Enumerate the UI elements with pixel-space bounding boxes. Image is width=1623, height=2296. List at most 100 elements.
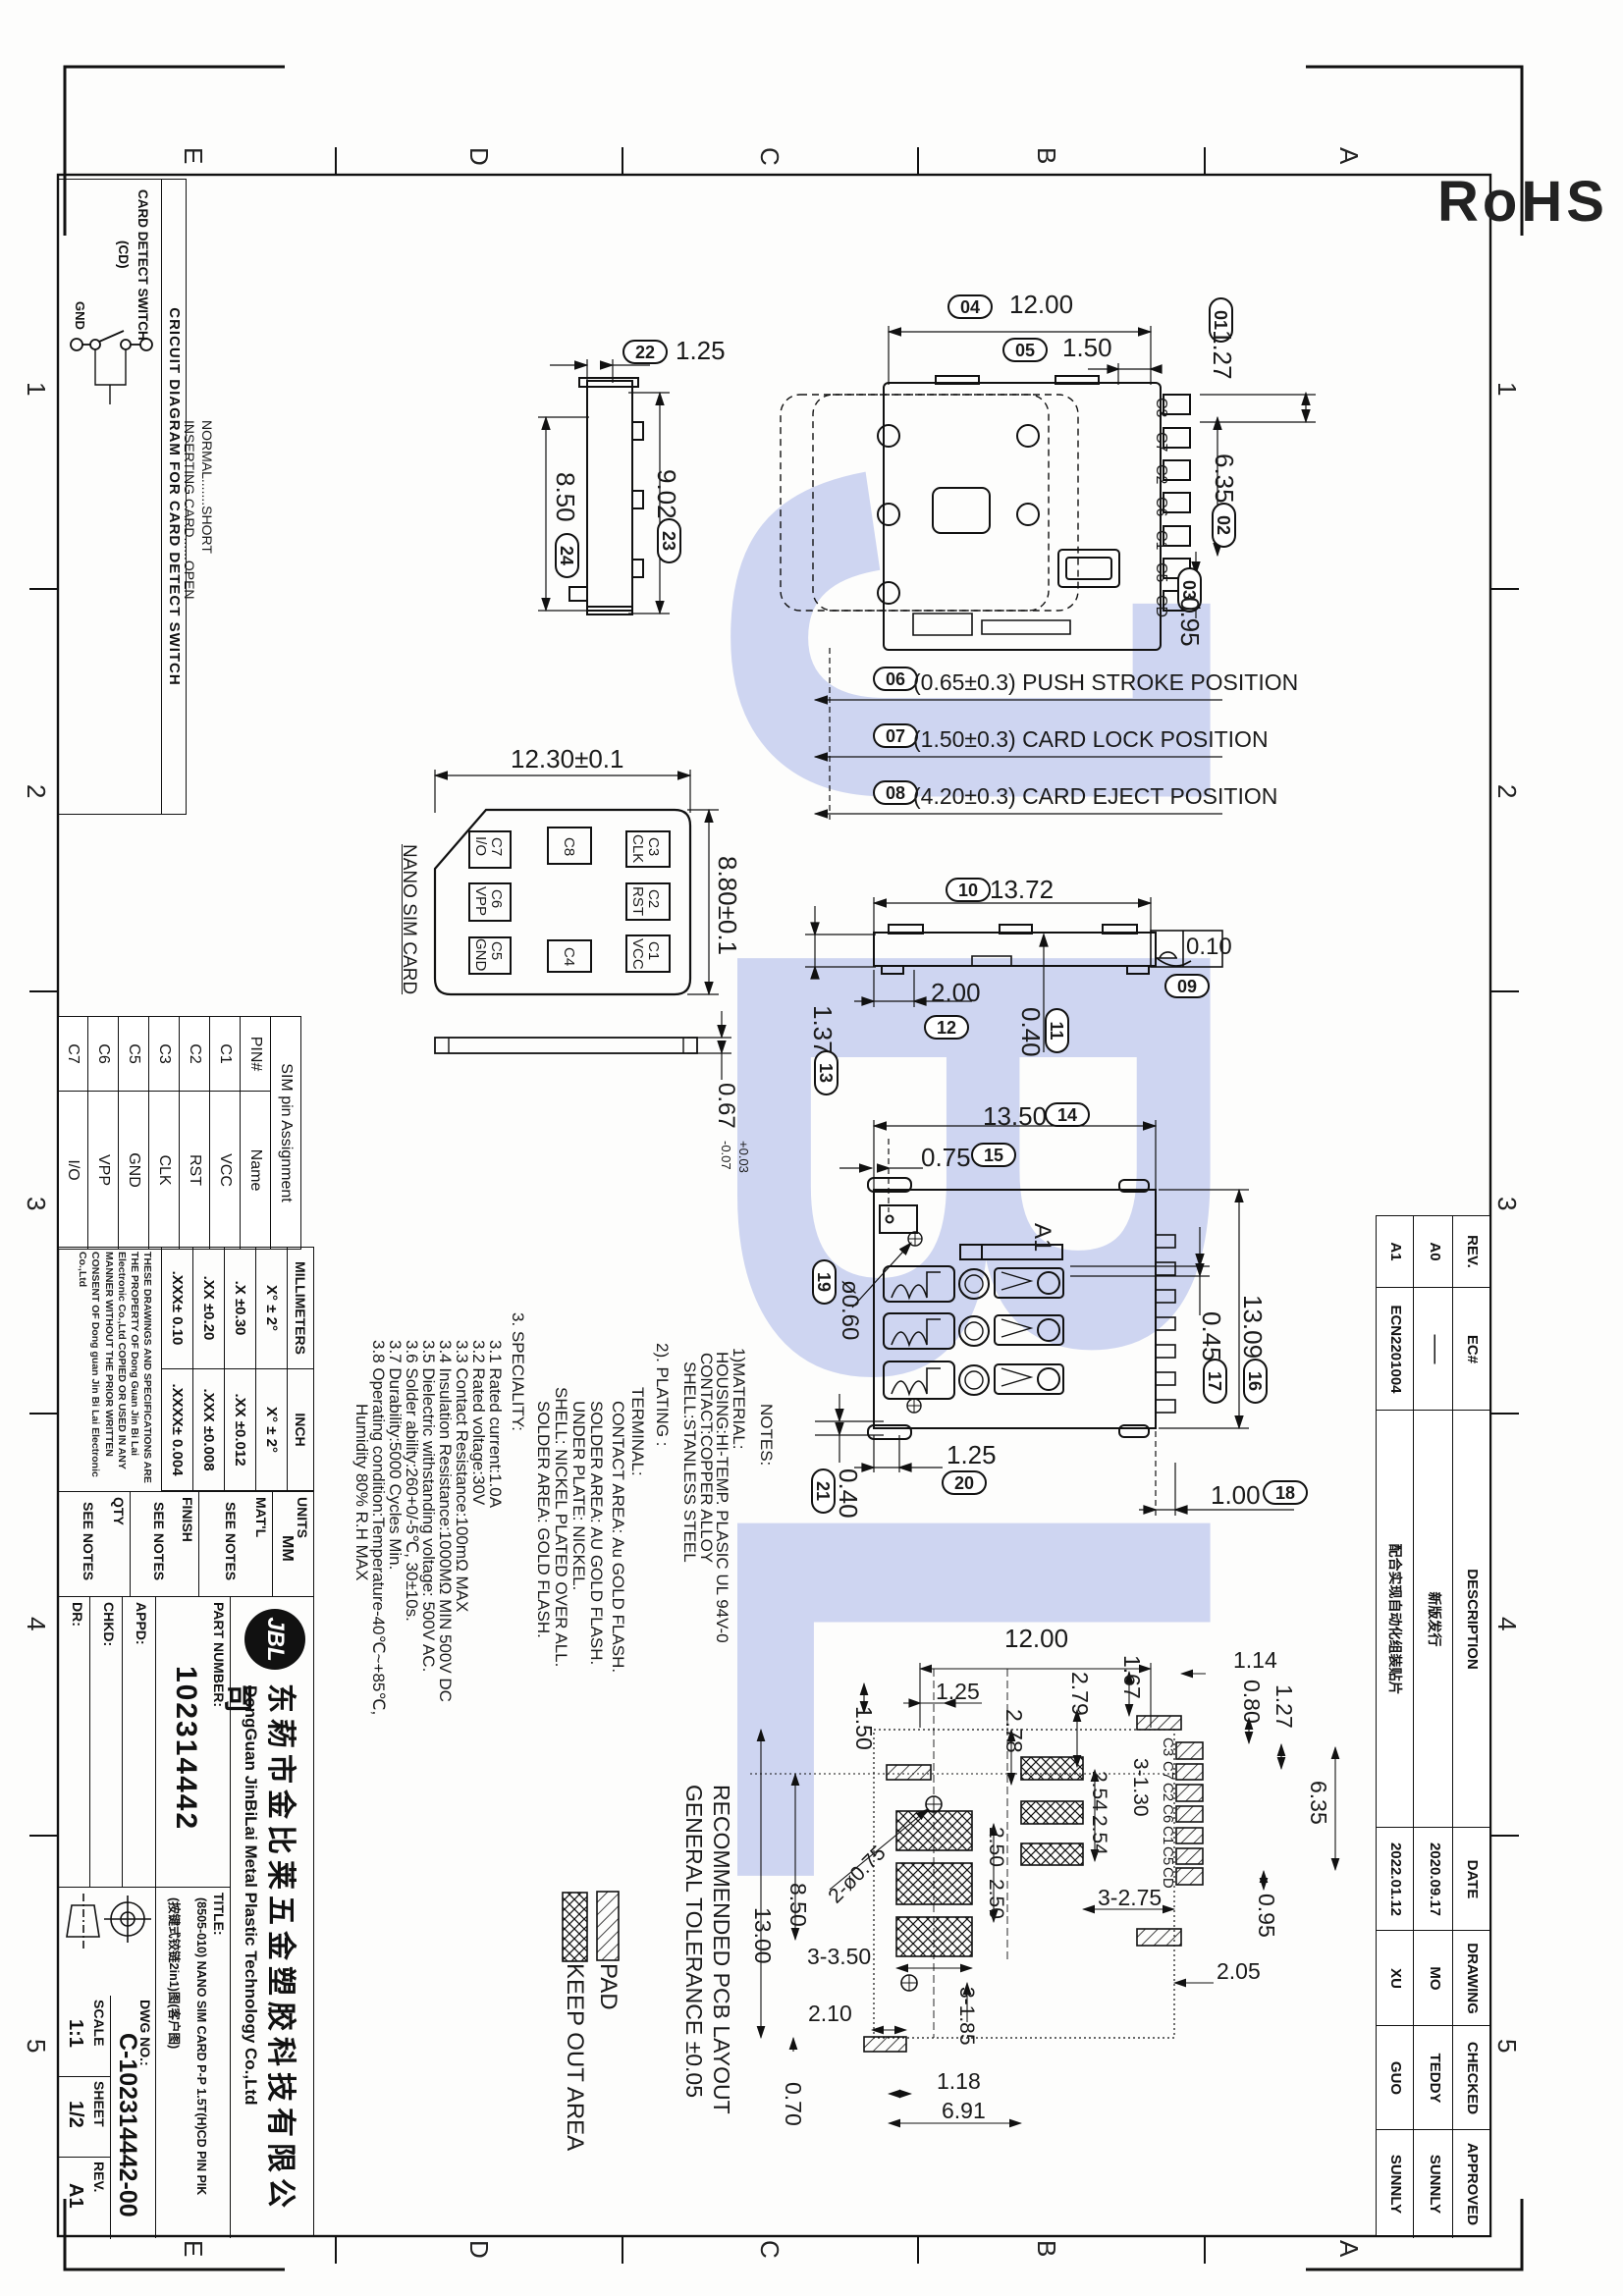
- dimension-label: CD: [1160, 1867, 1176, 1889]
- revision-cell: 配合实现自动化组装贴片: [1387, 1543, 1403, 1695]
- revision-column: EC#——ECN2201004: [1377, 1287, 1489, 1411]
- revision-header: DESCRIPTION: [1452, 1411, 1489, 1828]
- dimension-label: 2.00: [931, 978, 981, 1007]
- dimension-label: C5: [1160, 1846, 1176, 1866]
- appd-label: APPD:: [134, 1602, 149, 1645]
- dimension-label: 8.50: [785, 1883, 811, 1927]
- top-view: [780, 326, 1316, 820]
- dimension-label: 0.40: [834, 1468, 863, 1519]
- gnd-label: GND: [73, 301, 87, 330]
- side-view: [538, 359, 670, 615]
- dimension-label: C7: [1153, 432, 1169, 453]
- revision-cell: ——: [1413, 1288, 1453, 1411]
- pin-table-cell: C3: [156, 1043, 173, 1064]
- revision-cell: SUNNLY: [1413, 2130, 1453, 2238]
- grid-zone-label: 4: [1492, 1617, 1522, 1631]
- dimension-label: -0.07: [719, 1141, 733, 1170]
- dimension-label: NANO SIM CARD: [399, 844, 419, 995]
- dimension-label: 0.40: [1016, 1007, 1046, 1057]
- pin-table-header: Name: [241, 1091, 270, 1249]
- part-number-value: 102314442: [170, 1666, 202, 1832]
- dimension-label: 3. SPECIALITY:: [509, 1312, 527, 1431]
- dimension-label: 6.35: [1306, 1781, 1331, 1825]
- dimension-label: I/O: [472, 836, 489, 857]
- dimension-label: C1: [1153, 530, 1169, 551]
- dimension-label: 3.5 Dielectric withstanding voltage: 500…: [419, 1340, 438, 1673]
- dimension-label: 0.10: [1186, 934, 1232, 960]
- dimension-label: 0.67: [713, 1083, 739, 1129]
- tolerance-cell: .XX ±0.20: [192, 1248, 224, 1369]
- dimension-label: C5: [1153, 562, 1169, 583]
- balloon-ref: 02: [1212, 503, 1236, 548]
- grid-zone-label: E: [179, 147, 208, 165]
- dimension-label: 2.78: [1001, 1709, 1027, 1753]
- balloon-ref: 17: [1203, 1359, 1227, 1404]
- grid-zone-label: A: [1334, 2240, 1364, 2258]
- balloon-ref: 24: [555, 533, 579, 578]
- legal-text: THESE DRAWINGS AND SPECIFICATIONS ARE TH…: [77, 1252, 153, 1483]
- balloon-ref: 06: [873, 667, 918, 691]
- dimension-label: CONTACT AREA: Au GOLD FLASH.: [609, 1401, 627, 1674]
- dimension-label: Humidity 80% R.H MAX: [352, 1404, 371, 1581]
- pin-table-cell: I/O: [58, 1091, 87, 1249]
- rev-value: A1: [65, 2183, 86, 2209]
- qty-value: SEE NOTES: [81, 1502, 96, 1581]
- dimension-label: 1.37: [808, 1005, 838, 1055]
- dimension-label: C6: [488, 889, 505, 909]
- tolerance-col-mm: MILLIMETERS: [288, 1248, 313, 1369]
- finish-value: SEE NOTES: [151, 1502, 167, 1581]
- dimension-label: NOTES:: [757, 1404, 776, 1467]
- dimension-label: C3: [1153, 398, 1169, 418]
- pcb-layout-view: [562, 1663, 1340, 2128]
- dimension-label: PAD: [595, 1963, 622, 2010]
- dimension-label: SOLDER AREA: GOLD FLASH.: [534, 1401, 553, 1638]
- dimension-label: 0.70: [781, 2082, 806, 2126]
- balloon-ref: 05: [1002, 338, 1048, 362]
- scale-label: SCALE: [91, 2000, 107, 2047]
- revision-header: DRAWING: [1452, 1931, 1489, 2026]
- revision-header: CHECKED: [1452, 2026, 1489, 2130]
- dimension-label: 3.8 Operating condition:Temperature-40℃~…: [369, 1340, 388, 1716]
- dimension-label: NORMAL.......SHORT: [199, 420, 215, 554]
- balloon-ref: 23: [657, 518, 681, 563]
- dimension-label: 0.45: [1197, 1311, 1226, 1362]
- units-label: UNITS: [295, 1497, 310, 1538]
- balloon-ref: 16: [1243, 1359, 1268, 1404]
- dimension-label: 1.00: [1211, 1480, 1261, 1510]
- dimension-label: 0.95: [1254, 1894, 1279, 1938]
- balloon-ref: 07: [873, 723, 918, 748]
- revision-cell: TEDDY: [1413, 2026, 1453, 2130]
- balloon-ref: 12: [924, 1015, 969, 1040]
- dimension-label: 2). PLATING :: [653, 1343, 672, 1447]
- dimension-label: 2.50: [985, 1827, 1007, 1867]
- sheet-frame: [29, 65, 1524, 2271]
- revision-cell: 新版发行: [1413, 1411, 1453, 1828]
- dr-label: DR:: [70, 1602, 85, 1627]
- dimension-label: 1.14: [1233, 1647, 1277, 1673]
- dimension-label: 12.30±0.1: [511, 744, 624, 774]
- balloon-ref: 19: [812, 1259, 837, 1305]
- dimension-label: A1: [1029, 1223, 1055, 1253]
- dimension-label: KEEP OUT AREA: [562, 1963, 588, 2152]
- pin-table-cell: C7: [65, 1043, 81, 1064]
- revision-header: DATE: [1452, 1828, 1489, 1931]
- part-number-label: PART NUMBER:: [211, 1602, 227, 1708]
- dimension-label: C6: [1160, 1804, 1176, 1824]
- dimension-label: 3.7 Durability:5000 Cycles Min.: [386, 1340, 405, 1571]
- scale-value: 1:1: [65, 2019, 86, 2048]
- dimension-label: C1: [1160, 1826, 1176, 1845]
- sim-card-view: [433, 770, 731, 1080]
- tolerance-col-inch: INCH: [288, 1369, 313, 1491]
- chkd-label: CHKD:: [101, 1602, 117, 1647]
- balloon-ref: 08: [873, 780, 918, 805]
- tolerance-cell: .XXX ±0.008: [192, 1369, 224, 1491]
- projection-symbol: [66, 1894, 151, 1949]
- grid-zone-label: 1: [22, 382, 51, 397]
- dimension-label: 1.50: [851, 1706, 877, 1750]
- dimension-label: 13.09: [1238, 1295, 1268, 1360]
- balloon-ref: 14: [1045, 1102, 1090, 1127]
- dimension-label: 2.05: [1217, 1958, 1261, 1984]
